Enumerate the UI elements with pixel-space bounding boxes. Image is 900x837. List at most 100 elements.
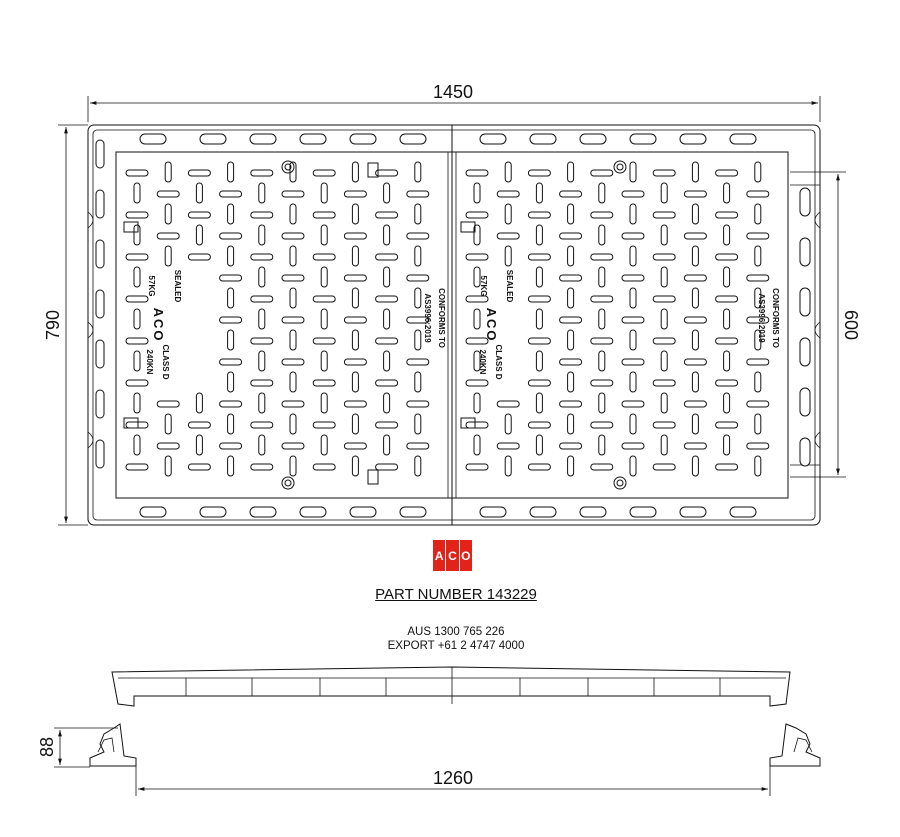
tread-slot	[683, 190, 707, 198]
tread-slot	[195, 224, 203, 246]
tread-slot	[496, 190, 520, 198]
tread-slot	[281, 190, 305, 198]
tread-slot	[349, 506, 377, 518]
tread-slot	[383, 182, 391, 204]
tread-slot	[465, 211, 489, 219]
tread-slot	[219, 274, 243, 282]
tread-slot	[527, 421, 551, 429]
tread-slot	[156, 400, 180, 408]
tread-slot	[383, 308, 391, 330]
tread-slot	[746, 274, 770, 282]
tread-slot	[258, 308, 266, 330]
class-text: CLASS D	[494, 344, 503, 379]
tread-slot	[479, 133, 507, 145]
tread-slot	[343, 358, 367, 366]
tread-slot	[133, 224, 141, 246]
tread-slot	[351, 287, 359, 309]
tread-slot	[660, 392, 668, 414]
tread-slot	[125, 337, 149, 345]
keyhole-icon	[281, 476, 295, 490]
tread-slot	[683, 400, 707, 408]
tread-slot	[598, 434, 606, 456]
tread-slot	[281, 316, 305, 324]
tread-slot	[527, 337, 551, 345]
tread-slot	[473, 182, 481, 204]
tread-slot	[683, 232, 707, 240]
tread-slot	[133, 308, 141, 330]
tread-slot	[715, 295, 739, 303]
tread-slot	[406, 400, 430, 408]
class-text: CLASS D	[161, 344, 170, 379]
tread-slot	[125, 253, 149, 261]
tread-slot	[312, 421, 336, 429]
tread-slot	[299, 506, 327, 518]
section-depth-label: 88	[37, 737, 57, 757]
keyhole-icon	[613, 476, 627, 490]
tread-slot	[683, 316, 707, 324]
tread-slot	[383, 392, 391, 414]
tread-slot	[320, 224, 328, 246]
tread-slot	[559, 316, 583, 324]
tread-pattern	[125, 161, 770, 477]
tread-slot	[258, 224, 266, 246]
tread-slot	[567, 161, 575, 183]
tread-slot	[258, 434, 266, 456]
tread-slot	[125, 295, 149, 303]
tread-slot	[799, 337, 811, 367]
tread-slot	[473, 392, 481, 414]
tread-slot	[799, 187, 811, 217]
tread-slot	[729, 506, 757, 518]
tread-slot	[281, 232, 305, 240]
load-text: 240KN	[145, 350, 154, 375]
dimension-overall-width: 1450	[87, 82, 821, 122]
tread-slot	[289, 455, 297, 477]
tread-slot	[754, 371, 762, 393]
tread-slot	[527, 295, 551, 303]
sealed-text: SEALED	[505, 270, 514, 303]
tread-slot	[723, 308, 731, 330]
tread-slot	[799, 437, 811, 467]
conforms-text: CONFORMS TO	[437, 288, 446, 348]
tread-slot	[281, 442, 305, 450]
tread-slot	[351, 329, 359, 351]
tread-slot	[187, 421, 211, 429]
tread-slot	[219, 316, 243, 324]
tread-slot	[723, 350, 731, 372]
tread-slot	[799, 387, 811, 417]
tread-slot	[723, 392, 731, 414]
tread-slot	[559, 190, 583, 198]
tread-slot	[312, 253, 336, 261]
tread-slot	[715, 211, 739, 219]
tread-slot	[249, 133, 277, 145]
tread-slot	[465, 421, 489, 429]
tread-slot	[343, 190, 367, 198]
tread-slot	[187, 211, 211, 219]
tread-slot	[312, 211, 336, 219]
tread-slot	[219, 358, 243, 366]
tread-slot	[567, 245, 575, 267]
tread-slot	[535, 308, 543, 330]
tread-slot	[629, 455, 637, 477]
contact-export: EXPORT +61 2 4747 4000	[387, 640, 525, 652]
tread-slot	[590, 169, 614, 177]
tread-slot	[399, 133, 427, 145]
tread-slot	[312, 295, 336, 303]
tread-slot	[133, 182, 141, 204]
tread-slot	[375, 421, 399, 429]
tread-slot	[746, 316, 770, 324]
tread-slot	[406, 442, 430, 450]
tread-slot	[139, 506, 167, 518]
tread-slot	[164, 455, 172, 477]
tread-slot	[746, 442, 770, 450]
logo-letter: C	[446, 540, 460, 571]
tread-slot	[590, 253, 614, 261]
tread-slot	[504, 203, 512, 225]
tread-slot	[567, 371, 575, 393]
tread-slot	[629, 287, 637, 309]
contact-info: AUS 1300 765 226 EXPORT +61 2 4747 4000	[0, 625, 900, 653]
tread-slot	[219, 232, 243, 240]
tread-slot	[559, 358, 583, 366]
tread-slot	[349, 133, 377, 145]
tread-slot	[754, 287, 762, 309]
overall-width-label: 1450	[433, 82, 473, 102]
